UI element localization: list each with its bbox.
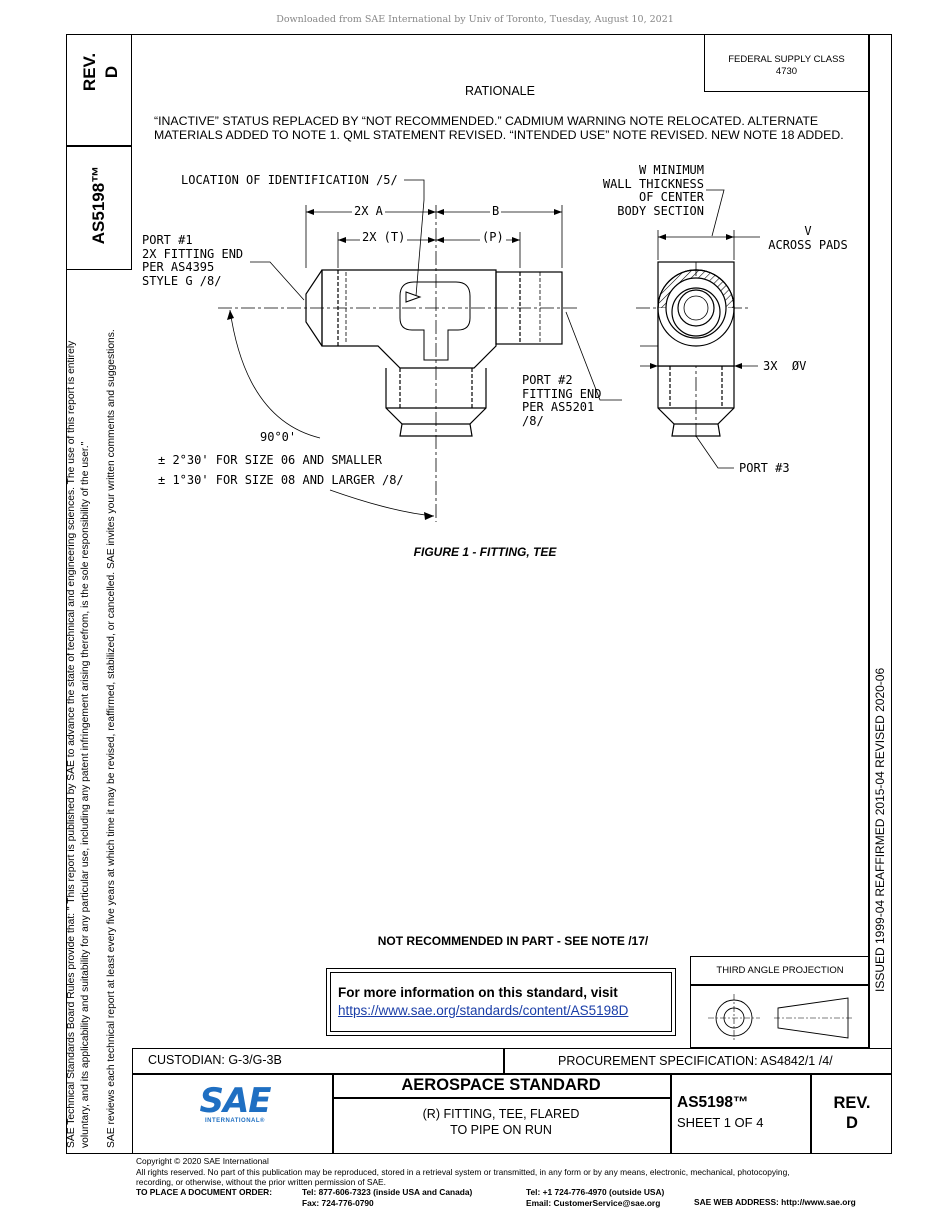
title-doc-number: AS5198™ [677,1094,749,1111]
sae-logo-mark: SAE [199,1081,271,1121]
third-angle-projection-icon [708,994,854,1042]
label-dia: 3X ØV [763,359,807,373]
port2-line1: PORT #2 [522,373,573,387]
sae-logo: SAE INTERNATIONAL® [190,1084,280,1124]
port1-line1: PORT #1 [142,233,193,247]
port1-line3: PER AS4395 [142,260,215,274]
footer-rights2: recording, or otherwise, without the pri… [136,1177,386,1187]
figure-caption: FIGURE 1 - FITTING, TEE [413,545,557,559]
footer-tel-us: Tel: 877-606-7323 (inside USA and Canada… [302,1187,473,1197]
port2-line2: FITTING END [522,386,602,401]
tolerance-line1: ± 2°30' FOR SIZE 06 AND SMALLER [158,453,382,467]
footer-tel-intl: Tel: +1 724-776-4970 (outside USA) [526,1187,665,1197]
docnum-divider [810,1074,812,1154]
label-dim-P: (P) [480,230,506,244]
sheet-number: SHEET 1 OF 4 [677,1115,764,1130]
wall-line3: OF CENTER [638,190,704,204]
wall-line4: BODY SECTION [617,203,704,218]
port1-line2: 2X FITTING END [142,246,244,261]
procurement-spec: PROCUREMENT SPECIFICATION: AS4842/1 /4/ [558,1054,833,1068]
label-port3: PORT #3 [739,461,790,475]
title-rev-label: REV. [833,1094,871,1112]
projection-divider [690,984,870,986]
label-angle: 90°0' [260,430,297,444]
label-dim-2xT: 2X (T) [360,230,408,244]
wall-line2: WALL THICKNESS [602,176,704,191]
federal-supply-value: 4730 [775,66,798,77]
footer-order-label: TO PLACE A DOCUMENT ORDER: [136,1187,273,1197]
projection-label: THIRD ANGLE PROJECTION [716,965,844,976]
federal-supply-label: FEDERAL SUPPLY CLASS [728,54,845,65]
title-rev-value: D [846,1114,858,1132]
left-rev-box [66,34,132,146]
footer-rights1: All rights reserved. No part of this pub… [136,1166,790,1177]
port2-line3: PER AS5201 [522,400,595,414]
footer-fax: Fax: 724-776-0790 [302,1197,374,1208]
label-location-ident: LOCATION OF IDENTIFICATION /5/ [181,173,398,187]
rationale-line2: MATERIALS ADDED TO NOTE 1. QML STATEMENT… [154,128,844,142]
port2-line4: /8/ [522,413,544,428]
wall-line1: W MINIMUM [638,163,704,177]
federal-supply-box [704,34,869,92]
port1-line4: STYLE G /8/ [142,273,222,288]
standard-title: AEROSPACE STANDARD [401,1076,601,1094]
footer-copyright: Copyright © 2020 SAE International [136,1156,269,1166]
v-line1: V [804,224,812,238]
custodian-divider [503,1048,505,1074]
title-block [132,1048,892,1154]
label-dim-2xA: 2X A [352,204,385,218]
info-box [326,968,676,1036]
info-box-text: For more information on this standard, v… [338,985,618,1000]
part-title-line2: TO PIPE ON RUN [450,1123,552,1137]
title-underline [332,1097,670,1099]
download-notice: Downloaded from SAE International by Uni… [276,14,674,25]
info-box-link[interactable]: https://www.sae.org/standards/content/AS… [338,1003,629,1018]
footer-web[interactable]: SAE WEB ADDRESS: http://www.sae.org [694,1197,856,1207]
custodian: CUSTODIAN: G-3/G-3B [148,1053,282,1067]
footer-email: Email: CustomerService@sae.org [526,1197,661,1208]
title-divider [670,1074,672,1154]
v-line2: ACROSS PADS [768,238,848,252]
tolerance-line2: ± 1°30' FOR SIZE 08 AND LARGER /8/ [158,473,404,487]
projection-box [690,956,870,1048]
part-title-line1: (R) FITTING, TEE, FLARED [422,1107,580,1121]
logo-divider [332,1074,334,1154]
info-box-inner [330,972,672,1032]
title-block-row-divider [132,1073,892,1075]
rationale-line1: “INACTIVE” STATUS REPLACED BY “NOT RECOM… [154,114,819,128]
not-recommended-note: NOT RECOMMENDED IN PART - SEE NOTE /17/ [377,934,649,948]
rationale-title: RATIONALE [465,84,535,98]
label-dim-B: B [490,204,502,218]
right-strip-divider [868,34,870,1048]
sae-logo-sub: INTERNATIONAL® [205,1118,265,1124]
left-doc-box [66,146,132,270]
